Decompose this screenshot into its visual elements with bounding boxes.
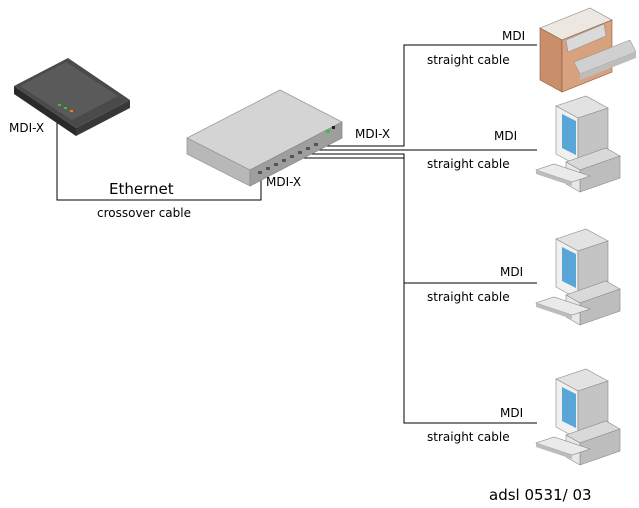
pc3-port-label: MDI xyxy=(500,406,523,420)
modem-port-label: MDI-X xyxy=(9,121,44,135)
hub-downlink-label: MDI-X xyxy=(266,175,301,189)
figure-reference: adsl 0531/ 03 xyxy=(489,486,592,504)
printer-port-label: MDI xyxy=(502,29,525,43)
computer-icon xyxy=(535,368,621,466)
pc1-cable-label: straight cable xyxy=(427,157,510,171)
crossover-cable-label: crossover cable xyxy=(97,206,191,220)
printer-cable-label: straight cable xyxy=(427,53,510,67)
pc2-cable-line xyxy=(300,153,537,284)
printer-icon xyxy=(539,7,637,93)
hub-uplink-label: MDI-X xyxy=(355,127,390,141)
ethernet-hub-icon xyxy=(186,89,343,187)
hub-ports xyxy=(258,143,318,174)
pc3-cable-label: straight cable xyxy=(427,430,510,444)
ethernet-title: Ethernet xyxy=(109,180,174,198)
pc1-port-label: MDI xyxy=(494,129,517,143)
pc3-cable-line xyxy=(300,157,537,424)
pc2-port-label: MDI xyxy=(500,265,523,279)
printer-cable-line xyxy=(300,44,537,147)
adsl-modem-icon xyxy=(14,58,130,136)
computer-icon xyxy=(535,228,621,326)
computer-icon xyxy=(535,95,621,193)
pc2-cable-label: straight cable xyxy=(427,290,510,304)
